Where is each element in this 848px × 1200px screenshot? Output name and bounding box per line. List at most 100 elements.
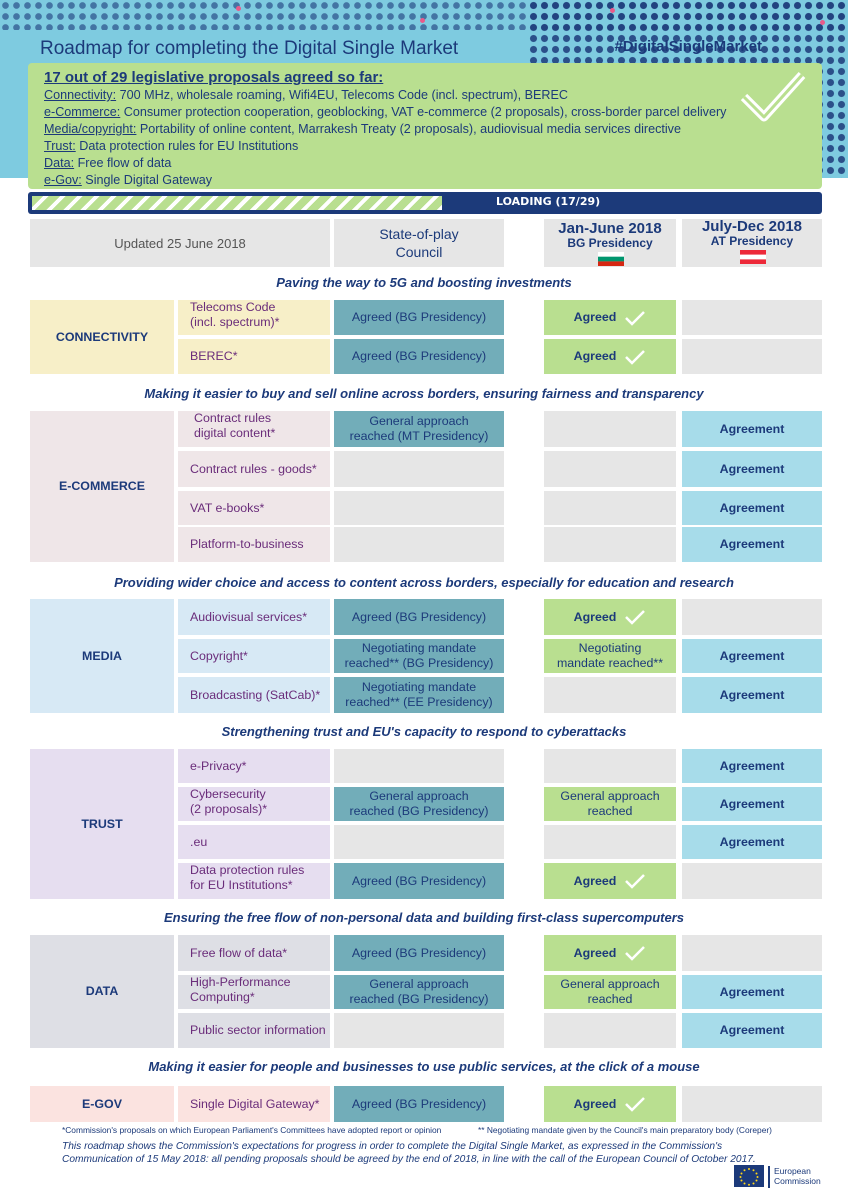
item-label: Data protection rules (190, 863, 305, 877)
council-header-line: Council (395, 244, 443, 260)
summary-line: Media/copyright: Portability of online c… (44, 121, 806, 138)
item-single-digital-gateway: Single Digital Gateway* (178, 1086, 330, 1122)
summary-key: Data: (44, 156, 75, 170)
item-vat-ebooks: VAT e-books* (178, 491, 330, 525)
footnote-1: *Commission's proposals on which Europea… (62, 1125, 442, 1135)
item-eu: .eu (178, 825, 330, 859)
loading-bar-fill (32, 196, 442, 210)
section-trust: TRUST (30, 749, 174, 899)
subhead-data: Ensuring the free flow of non-personal d… (163, 910, 685, 925)
status-jan-june: Agreed (544, 339, 676, 374)
logo-divider (768, 1166, 770, 1188)
subhead-trust: Strengthening trust and EU's capacity to… (221, 724, 627, 739)
status-jan-june: Agreed (544, 1086, 676, 1122)
status-text: reached (BG Presidency) (349, 804, 489, 818)
austria-flag-icon (740, 250, 766, 264)
status-jan-june-empty (544, 527, 676, 562)
status-council: Agreed (BG Presidency) (334, 863, 504, 899)
status-jan-june: Agreed (544, 599, 676, 635)
loading-label: LOADING (17/29) (496, 195, 601, 208)
summary-text: 700 MHz, wholesale roaming, Wifi4EU, Tel… (116, 88, 569, 102)
status-july-dec-empty (682, 599, 822, 635)
status-council-empty (334, 491, 504, 525)
status-text: Negotiating mandate (361, 641, 477, 655)
section-media: MEDIA (30, 599, 174, 713)
item-eprivacy: e-Privacy* (178, 749, 330, 783)
loading-bar: LOADING (17/29) (28, 192, 822, 214)
status-council-empty (334, 527, 504, 562)
subhead-egov: Making it easier for people and business… (148, 1059, 700, 1074)
status-july-dec: Agreement (682, 975, 822, 1009)
item-label: Contract rules (194, 411, 272, 425)
pink-dot (420, 18, 425, 23)
status-jan-june-empty (544, 825, 676, 859)
status-text: Agreed (573, 873, 617, 888)
status-july-dec-empty (682, 300, 822, 335)
item-label: (2 proposals)* (190, 802, 268, 816)
status-jan-june-empty (544, 677, 676, 713)
summary-text: Single Digital Gateway (81, 173, 212, 187)
status-text: reached (BG Presidency) (349, 992, 489, 1006)
status-jan-june: Agreed (544, 300, 676, 335)
status-council-empty (334, 1013, 504, 1048)
check-icon (625, 1097, 646, 1112)
jan-june-title: Jan-June 2018 (558, 220, 662, 237)
summary-text: Portability of online content, Marrakesh… (136, 122, 681, 136)
summary-key: e-Gov: (44, 173, 82, 187)
status-text: Agreed (573, 349, 617, 363)
eu-flag-icon (734, 1165, 764, 1187)
footnote-2: ** Negotiating mandate given by the Coun… (478, 1125, 772, 1135)
updated-date: Updated 25 June 2018 (30, 219, 330, 267)
hashtag: #DigitalSingleMarket (614, 38, 762, 55)
status-july-dec-empty (682, 339, 822, 374)
item-label: Computing* (190, 990, 255, 1004)
status-july-dec: Agreement (682, 677, 822, 713)
item-label: digital content* (194, 426, 276, 440)
status-jan-june: Agreed (544, 935, 676, 971)
summary-key: Connectivity: (44, 88, 117, 102)
status-text: General approach (560, 789, 660, 803)
section-ecommerce: E-COMMERCE (30, 411, 174, 562)
status-july-dec-empty (682, 1086, 822, 1122)
status-council: Agreed (BG Presidency) (334, 339, 504, 374)
item-p2b: Platform-to-business (178, 527, 330, 562)
status-council-empty (334, 825, 504, 859)
pink-dot (820, 20, 825, 25)
item-audiovisual: Audiovisual services* (178, 599, 330, 635)
status-jan-june: Agreed (544, 863, 676, 899)
status-council-empty (334, 451, 504, 487)
status-council: Agreed (BG Presidency) (334, 935, 504, 971)
european-commission-logo: European Commission (734, 1164, 822, 1190)
status-text: Negotiating (578, 641, 642, 655)
item-psi: Public sector information (178, 1013, 330, 1048)
status-july-dec: Agreement (682, 411, 822, 447)
council-header-line: State-of-play (379, 226, 459, 242)
status-text: Agreed (573, 945, 617, 960)
council-column-header: State-of-play Council (334, 219, 504, 267)
bulgaria-flag-icon (598, 252, 624, 266)
section-egov: E-GOV (30, 1086, 174, 1122)
section-data: DATA (30, 935, 174, 1048)
status-text: reached (587, 992, 633, 1006)
pink-dot (236, 6, 241, 11)
status-july-dec-empty (682, 863, 822, 899)
status-text: General approach (369, 789, 469, 803)
status-text: Agreed (573, 609, 617, 624)
status-text: reached (MT Presidency) (349, 429, 489, 443)
summary-line: Connectivity: 700 MHz, wholesale roaming… (44, 87, 806, 104)
summary-line: e-Gov: Single Digital Gateway (44, 172, 806, 189)
status-council: Agreed (BG Presidency) (334, 1086, 504, 1122)
item-broadcasting: Broadcasting (SatCab)* (178, 677, 330, 713)
summary-line: Data: Free flow of data (44, 155, 806, 172)
summary-text: Free flow of data (74, 156, 172, 170)
status-july-dec: Agreement (682, 787, 822, 821)
status-text: reached (587, 804, 633, 818)
summary-box: 17 out of 29 legislative proposals agree… (28, 63, 822, 189)
